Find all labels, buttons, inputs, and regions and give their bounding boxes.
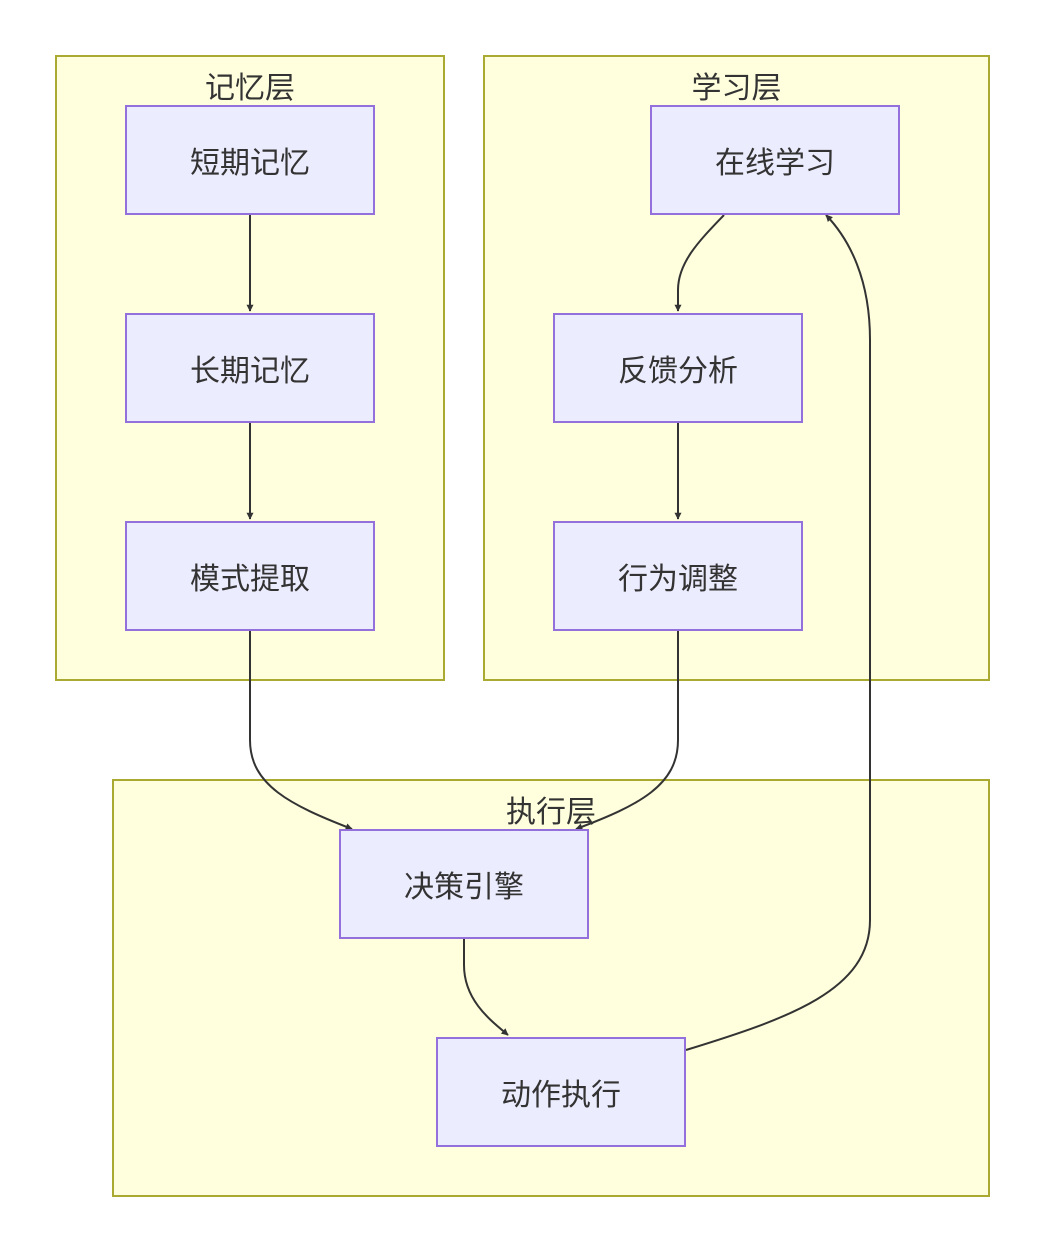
node-pattern-extraction[interactable]: 模式提取 (125, 521, 375, 631)
node-label: 短期记忆 (190, 146, 310, 181)
node-label: 长期记忆 (190, 354, 310, 389)
node-behavior-adjustment[interactable]: 行为调整 (553, 521, 803, 631)
node-label: 在线学习 (715, 146, 835, 181)
node-action-execution[interactable]: 动作执行 (436, 1037, 686, 1147)
node-label: 模式提取 (190, 562, 310, 597)
node-online-learning[interactable]: 在线学习 (650, 105, 900, 215)
cluster-title-memory: 记忆层 (205, 71, 295, 106)
cluster-title-learning: 学习层 (691, 71, 782, 106)
node-decision-engine[interactable]: 决策引擎 (339, 829, 589, 939)
node-label: 动作执行 (501, 1078, 621, 1113)
node-short-term-memory[interactable]: 短期记忆 (125, 105, 375, 215)
cluster-title-execution: 执行层 (506, 795, 596, 830)
node-label: 反馈分析 (618, 354, 738, 389)
node-feedback-analysis[interactable]: 反馈分析 (553, 313, 803, 423)
node-long-term-memory[interactable]: 长期记忆 (125, 313, 375, 423)
node-label: 行为调整 (618, 562, 738, 597)
node-label: 决策引擎 (404, 870, 524, 905)
